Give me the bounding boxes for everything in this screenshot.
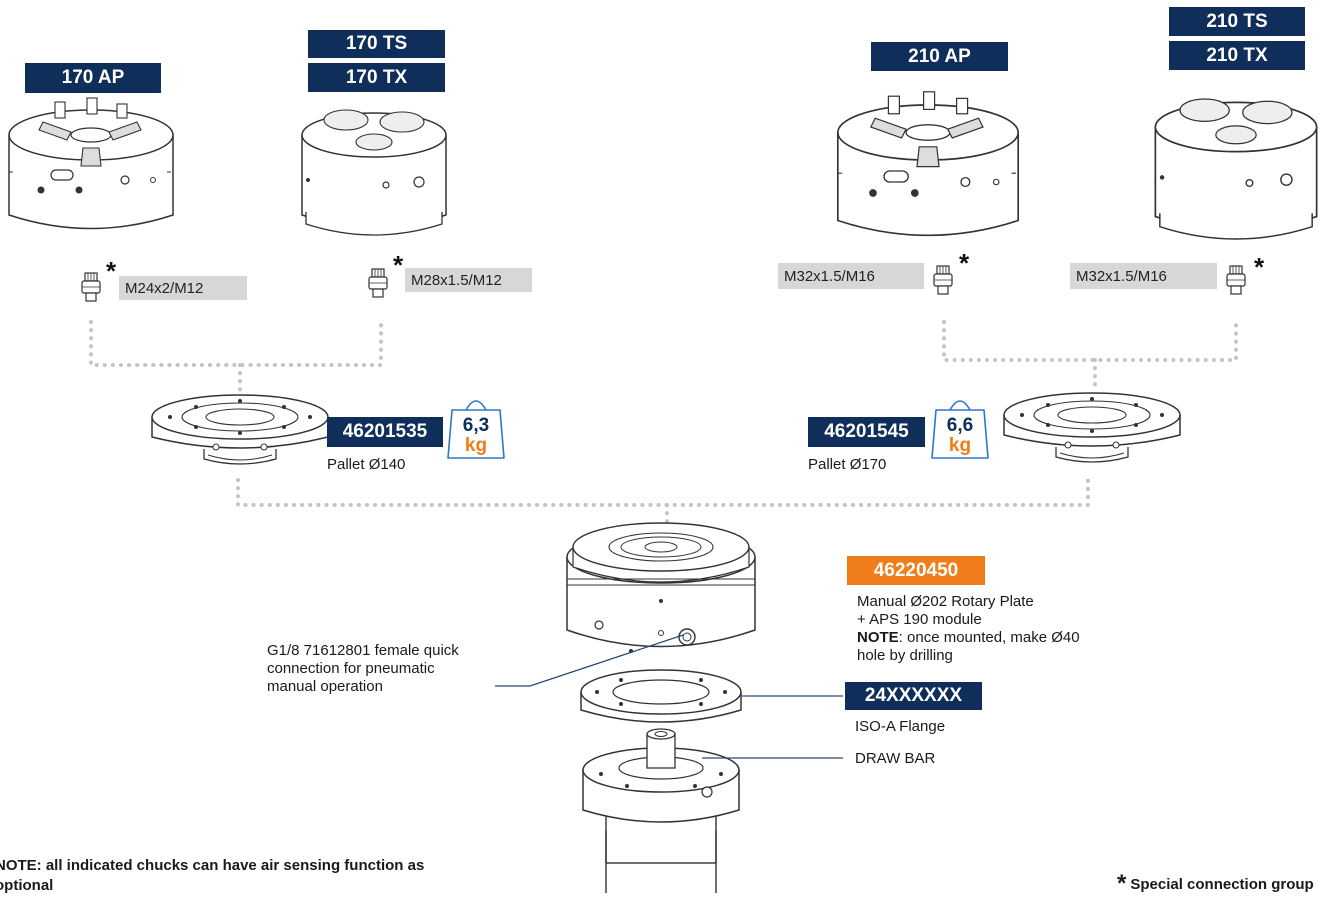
pallet-170-description: Pallet Ø170 xyxy=(808,456,887,473)
legend-asterisk: * xyxy=(1117,870,1127,897)
chuck-label-170ap: 170 AP xyxy=(25,63,161,93)
flange-description: ISO-A Flange xyxy=(855,718,946,735)
air-sensing-note-line-2: optional xyxy=(0,877,54,894)
rotary-plate-description: Manual Ø202 Rotary Plate + APS 190 modul… xyxy=(857,593,1080,665)
chuck-label-210tx: 210 TX xyxy=(1169,41,1305,70)
chuck-170ts-drawing xyxy=(301,109,447,236)
chuck-label-170tx: 170 TX xyxy=(308,63,445,92)
pallet-140-weight: 6,3 kg xyxy=(448,414,504,458)
weight-value: 6,3 xyxy=(462,415,490,436)
special-connection-asterisk: * xyxy=(393,250,404,280)
pallet-140-description: Pallet Ø140 xyxy=(327,456,406,473)
rotary-line-1: Manual Ø202 Rotary Plate xyxy=(857,593,1034,610)
weight-unit: kg xyxy=(948,435,972,456)
weight-tag-icon xyxy=(931,400,989,459)
special-connection-asterisk: * xyxy=(959,248,970,278)
nipple-210ts xyxy=(1226,265,1246,295)
quick-connection-line-2: connection for pneumatic xyxy=(267,660,435,677)
chuck-label-170ts: 170 TS xyxy=(308,30,445,58)
pallet-170-weight: 6,6 kg xyxy=(932,414,988,458)
rotary-note-label: NOTE xyxy=(857,629,899,646)
thread-spec-170ts: M28x1.5/M12 xyxy=(405,268,532,292)
air-sensing-note-line-1: NOTE: all indicated chucks can have air … xyxy=(0,857,425,874)
rotary-note-text: : once mounted, make Ø40 xyxy=(898,629,1080,646)
thread-spec-210ts: M32x1.5/M16 xyxy=(1070,263,1217,289)
rotary-line-2: + APS 190 module xyxy=(857,611,982,628)
rotary-line-4: hole by drilling xyxy=(857,647,953,664)
nipple-170ap xyxy=(81,272,101,302)
chuck-210ts-drawing xyxy=(1154,98,1318,240)
pallet-170-code: 46201545 xyxy=(808,417,925,447)
quick-connection-line-3: manual operation xyxy=(267,678,383,695)
draw-bar-label: DRAW BAR xyxy=(855,750,936,767)
chuck-label-210ap: 210 AP xyxy=(871,42,1008,71)
quick-connection-callout: G1/8 71612801 female quick connection fo… xyxy=(267,642,459,696)
special-connection-asterisk: * xyxy=(106,256,117,286)
nipple-170ts xyxy=(368,268,388,298)
pallet-140-code: 46201535 xyxy=(327,417,443,447)
nipple-210ap xyxy=(933,265,953,295)
rotary-note: NOTE: once mounted, make Ø40 xyxy=(857,629,1080,647)
chuck-170ap-drawing xyxy=(8,97,174,230)
pallet-170-drawing xyxy=(1003,392,1181,463)
quick-connection-line-1: G1/8 71612801 female quick xyxy=(267,642,459,659)
rotary-plate-drawing xyxy=(566,522,756,653)
iso-flange-drawing xyxy=(580,669,742,723)
weight-tag-icon xyxy=(447,400,505,459)
legend-text: Special connection group xyxy=(1130,875,1314,893)
chuck-210ap-drawing xyxy=(836,90,1020,237)
flange-code: 24XXXXXX xyxy=(845,682,982,710)
air-sensing-note: NOTE: all indicated chucks can have air … xyxy=(0,856,424,896)
thread-spec-170ap: M24x2/M12 xyxy=(119,276,247,300)
special-connection-asterisk: * xyxy=(1254,252,1265,282)
draw-bar-drawing xyxy=(582,728,740,893)
weight-value: 6,6 xyxy=(946,415,974,436)
pallet-140-drawing xyxy=(151,394,329,465)
special-connection-legend: * Special connection group xyxy=(1117,872,1314,896)
thread-spec-210ap: M32x1.5/M16 xyxy=(778,263,924,289)
rotary-plate-code: 46220450 xyxy=(847,556,985,585)
chuck-label-210ts: 210 TS xyxy=(1169,7,1305,36)
weight-unit: kg xyxy=(464,435,488,456)
